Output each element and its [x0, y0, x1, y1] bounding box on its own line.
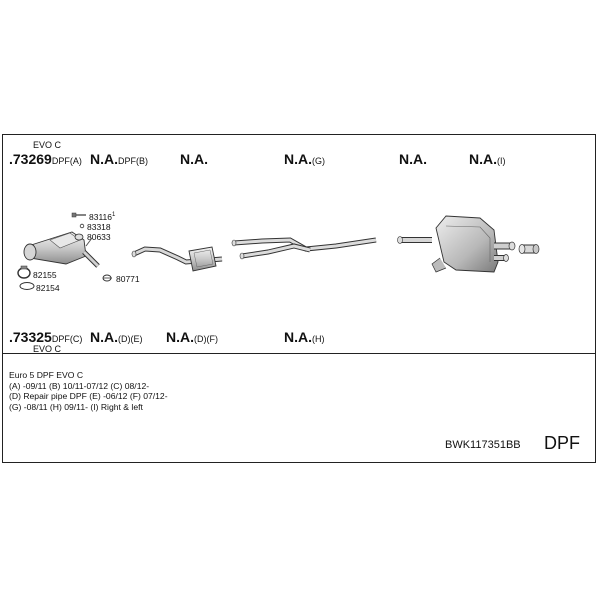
- gasket-icon: [74, 233, 84, 241]
- top-part-1: .73269DPF(A): [9, 151, 82, 167]
- dpf-unit: [23, 231, 100, 268]
- connecting-pipe: [397, 236, 432, 244]
- notes-divider: [2, 353, 596, 354]
- top-part-6: N.A.(I): [469, 151, 506, 167]
- intermediate-pipe: [231, 237, 377, 260]
- top-evo-label: EVO C: [33, 140, 62, 150]
- label-83318: 83318: [87, 222, 111, 232]
- bottom-part-2: N.A.(D)(E): [90, 329, 143, 345]
- bottom-part-3: N.A.(D)(F): [166, 329, 218, 345]
- bottom-part-1: .73325DPF(C): [9, 329, 83, 345]
- tail-pipe: [518, 244, 540, 254]
- label-82155: 82155: [33, 270, 57, 280]
- kit-type: DPF: [544, 433, 580, 453]
- top-part-2: N.A.DPF(B): [90, 151, 148, 167]
- top-part-4: N.A.(G): [284, 151, 325, 167]
- label-82154: 82154: [36, 283, 60, 293]
- note-line: Euro 5 DPF EVO C: [9, 370, 84, 380]
- diagram-frame: [2, 134, 596, 463]
- nut-icon: [79, 223, 85, 229]
- sensor-icon: [71, 212, 86, 218]
- notes-block: Euro 5 DPF EVO C (A) -09/11 (B) 10/11-07…: [9, 370, 168, 412]
- label-83116: 831161: [89, 211, 116, 222]
- clamp-icon: [17, 265, 31, 279]
- rear-silencer: [431, 215, 516, 273]
- bolt-clamp-icon: [102, 274, 112, 282]
- top-part-5: N.A.: [399, 151, 427, 167]
- note-line: (A) -09/11 (B) 10/11-07/12 (C) 08/12-: [9, 380, 150, 391]
- bottom-part-4: N.A.(H): [284, 329, 325, 345]
- ring-gasket-icon: [19, 282, 35, 290]
- kit-code: BWK117351BB: [445, 439, 521, 451]
- bottom-evo-label: EVO C: [33, 344, 62, 354]
- centre-pipe-with-silencer: [131, 246, 223, 272]
- label-80771: 80771: [116, 274, 140, 284]
- top-part-3: N.A.: [180, 151, 208, 167]
- note-line: (D) Repair pipe DPF (E) -06/12 (F) 07/12…: [9, 391, 168, 402]
- label-80633: 80633: [87, 232, 111, 242]
- note-line: (G) -08/11 (H) 09/11- (I) Right & left: [9, 401, 143, 412]
